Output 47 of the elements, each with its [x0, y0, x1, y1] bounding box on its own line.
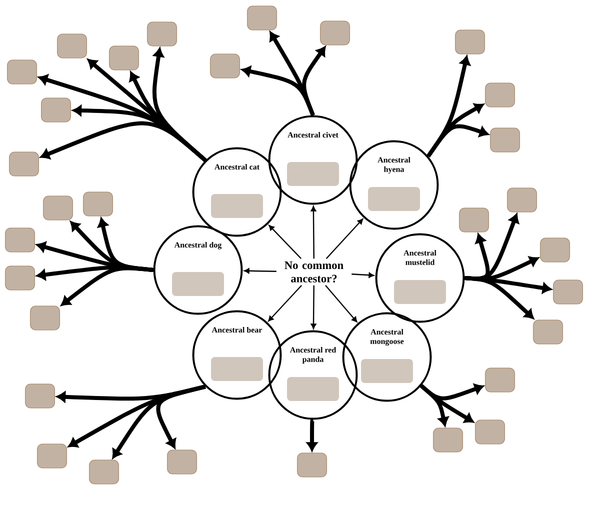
center-label: No common ancestor?: [284, 262, 344, 282]
animal-photo: [433, 428, 463, 452]
animal-photo: [455, 30, 485, 54]
arrow: [310, 206, 316, 259]
animal-photo: [9, 152, 39, 176]
animal-photo: [57, 34, 87, 58]
animal-photo: [490, 128, 520, 152]
animal-photo: [5, 266, 35, 290]
animal-photo: [89, 460, 119, 484]
animal-photo: [459, 208, 489, 232]
animal-photo: [30, 306, 60, 330]
arrow: [325, 285, 358, 322]
animal-photo: [533, 320, 563, 344]
arrow: [268, 284, 302, 322]
branch-arrow: [156, 384, 206, 448]
animal-photo: [109, 46, 139, 70]
animal-photo: [41, 98, 71, 122]
branch-arrow: [302, 46, 326, 116]
animal-photo: [485, 82, 515, 108]
animal-photo: [485, 368, 515, 392]
animal-photo: [43, 196, 73, 220]
branch-arrow: [464, 276, 534, 319]
branch-arrow: [306, 418, 318, 452]
branch-arrow: [426, 124, 489, 158]
animal-photo: [83, 192, 113, 216]
arrow: [244, 268, 276, 274]
branch-arrow: [61, 266, 154, 306]
animal-photo: [297, 452, 327, 478]
animal-photo: [507, 188, 537, 212]
animal-photo: [37, 444, 67, 468]
branch-arrow: [420, 384, 449, 426]
animal-photo: [5, 228, 35, 252]
arrow: [352, 272, 374, 278]
animal-photo: [475, 420, 505, 444]
arrow: [326, 218, 364, 260]
arrow: [310, 285, 316, 329]
animal-photo: [553, 280, 583, 304]
animal-photo: [320, 20, 350, 46]
animal-photo: [247, 6, 277, 30]
animal-photo: [210, 54, 240, 78]
animal-photo: [147, 22, 177, 46]
animal-photo: [7, 60, 37, 84]
animal-photo: [25, 384, 55, 408]
branch-arrow: [40, 121, 207, 162]
animal-photo: [540, 238, 570, 262]
arrow: [268, 225, 302, 260]
animal-photo: [167, 450, 197, 474]
